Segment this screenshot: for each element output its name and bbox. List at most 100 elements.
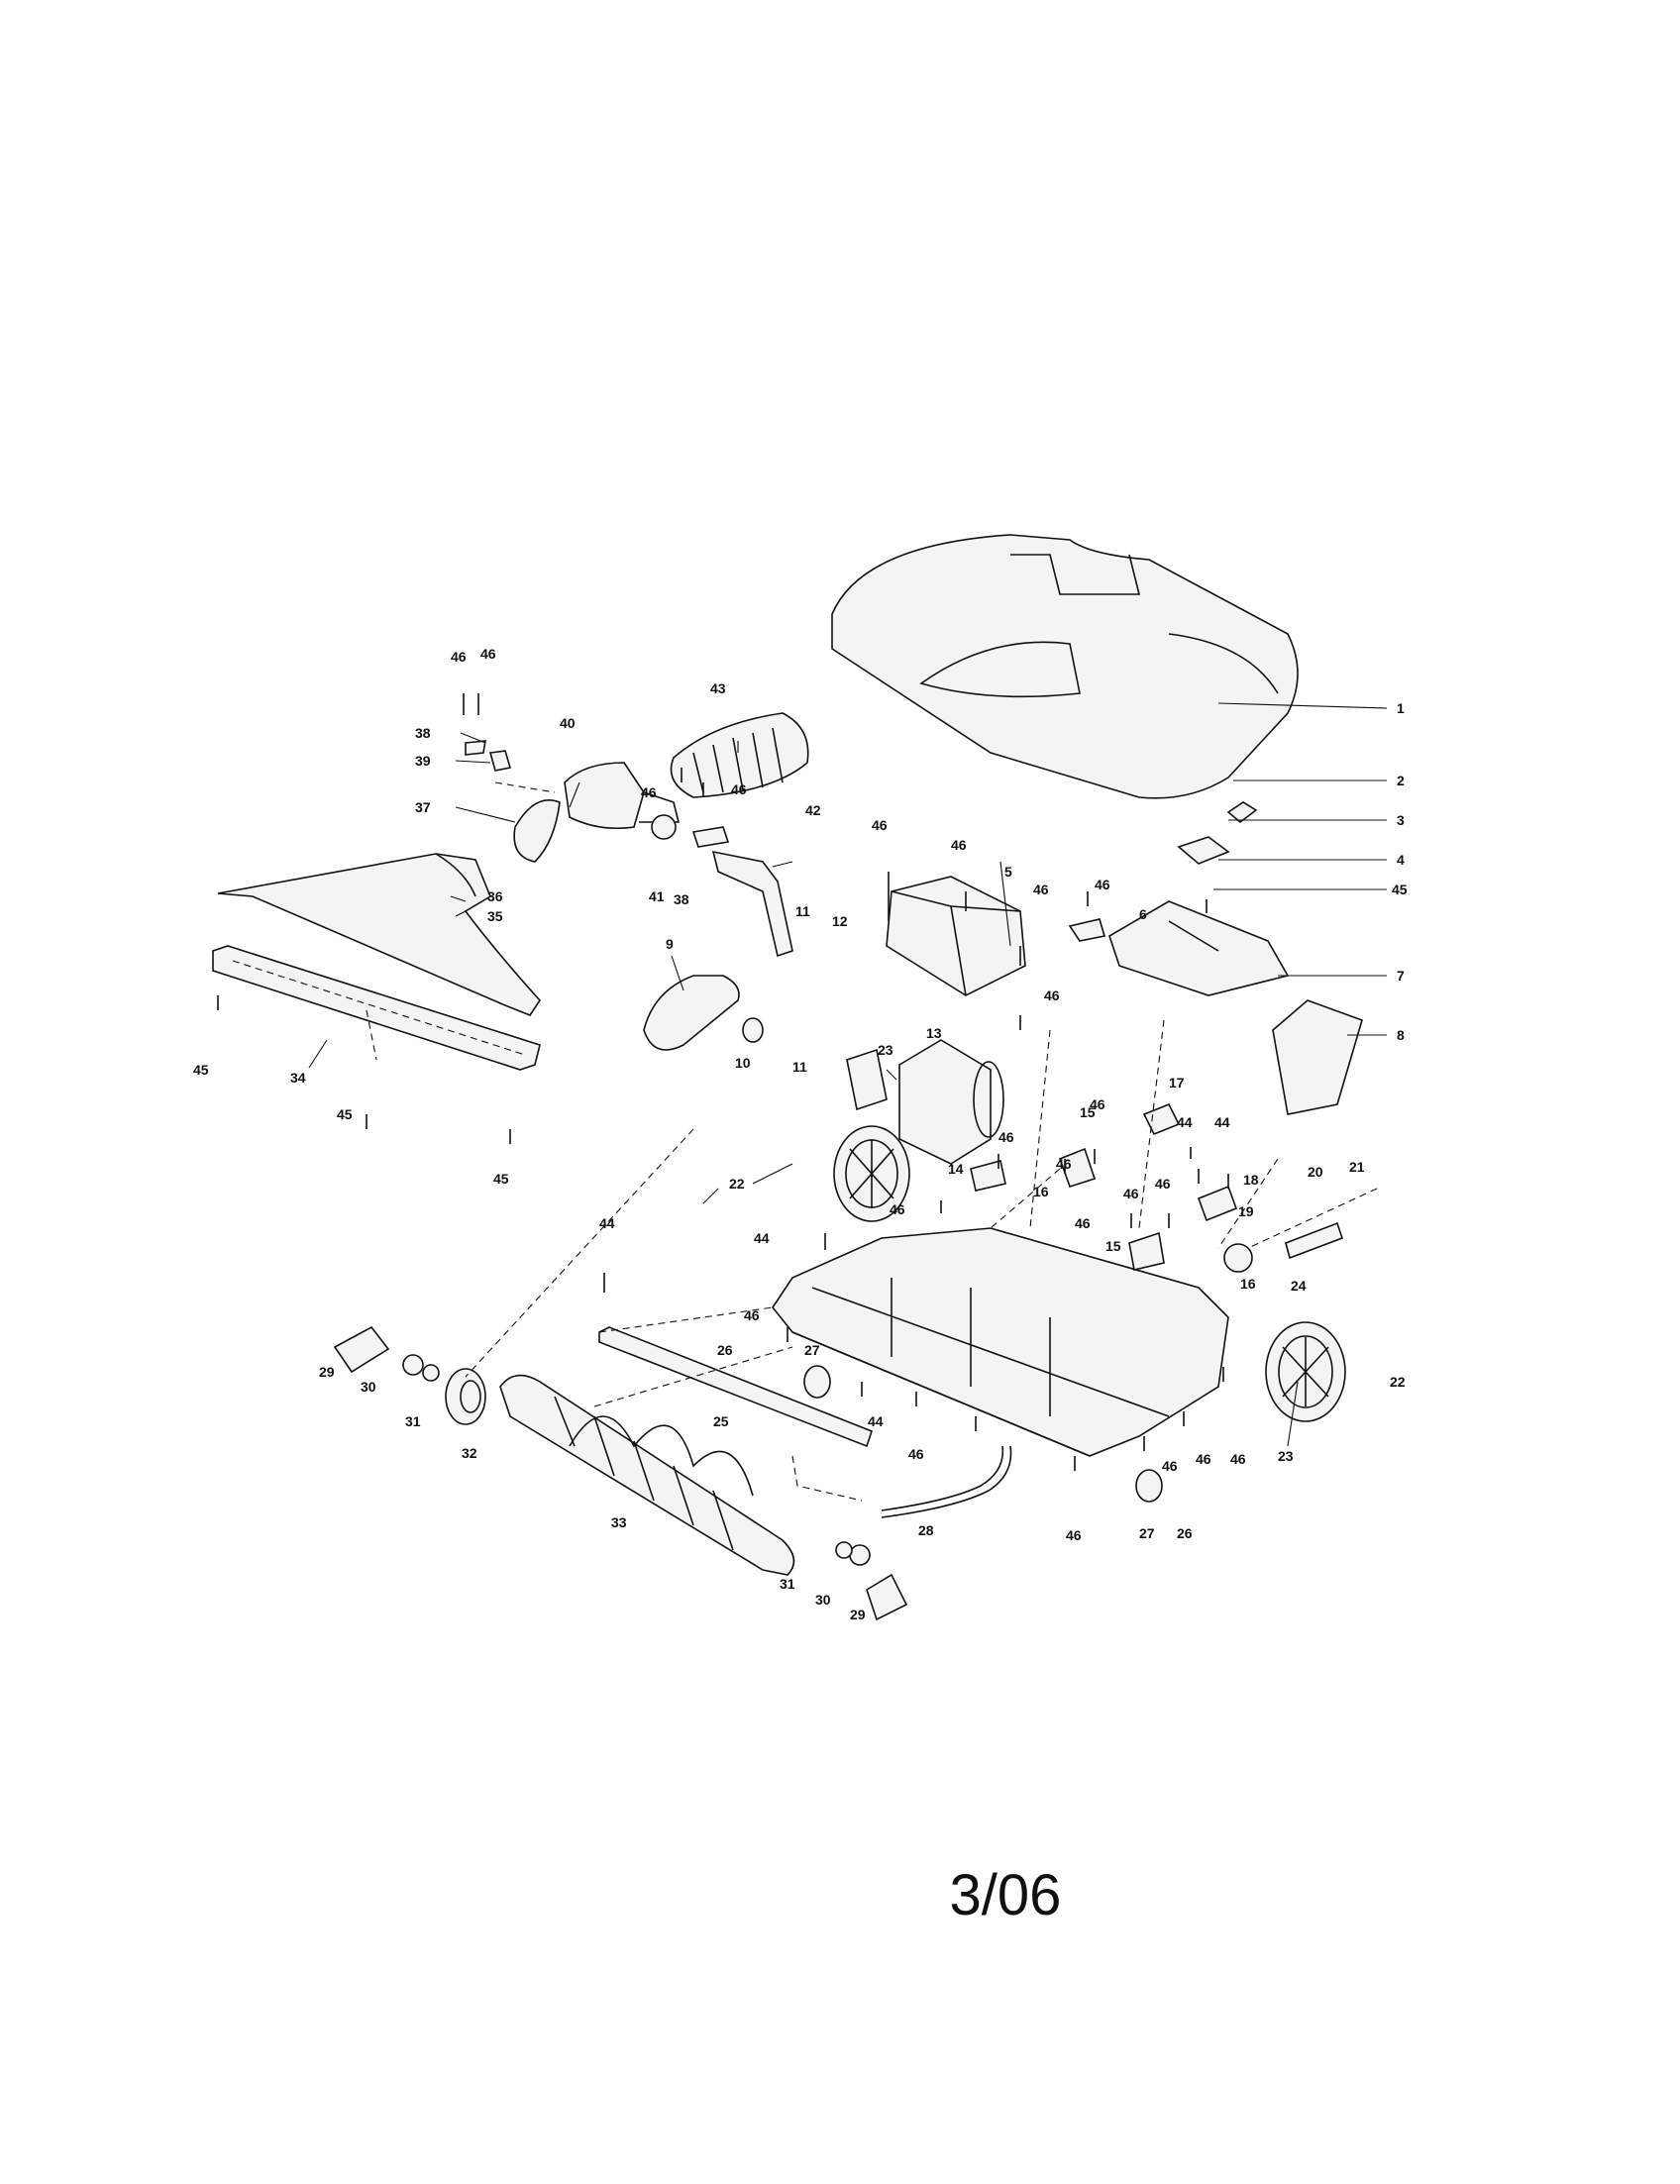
callout-46: 46	[1230, 1451, 1246, 1467]
callout-44: 44	[868, 1413, 884, 1429]
callout-3: 3	[1397, 812, 1405, 828]
part-base-chassis	[772, 1227, 1229, 1457]
callout-31: 31	[405, 1413, 421, 1429]
callout-46: 46	[1155, 1176, 1171, 1192]
callout-8: 8	[1397, 1027, 1405, 1043]
callout-46: 46	[1123, 1186, 1139, 1201]
callout-26: 26	[1177, 1525, 1193, 1541]
callout-36: 36	[487, 888, 503, 904]
callout-46: 46	[1075, 1215, 1091, 1231]
callout-46: 46	[1090, 1096, 1105, 1112]
callout-46: 46	[1162, 1458, 1178, 1474]
part-motor-cover	[886, 876, 1026, 996]
part-small-fittings	[402, 740, 1344, 1566]
callout-26: 26	[717, 1342, 733, 1358]
callout-7: 7	[1397, 968, 1405, 984]
callout-15: 15	[1080, 1104, 1096, 1120]
callout-15: 15	[1105, 1238, 1121, 1254]
callout-24: 24	[1291, 1278, 1307, 1294]
callout-44: 44	[599, 1215, 615, 1231]
callout-14: 14	[948, 1161, 964, 1177]
callout-22: 22	[729, 1176, 745, 1192]
part-brushroll	[499, 1374, 795, 1576]
callout-45: 45	[493, 1171, 509, 1187]
callout-4: 4	[1397, 852, 1405, 868]
callout-29: 29	[319, 1364, 335, 1380]
callout-46: 46	[1033, 882, 1049, 897]
callout-39: 39	[415, 753, 431, 769]
callout-46: 46	[872, 817, 888, 833]
callout-38: 38	[415, 725, 431, 741]
part-bottom-plate	[598, 1326, 873, 1448]
callout-33: 33	[611, 1514, 627, 1530]
callout-45: 45	[1392, 882, 1408, 897]
callout-46: 46	[1044, 988, 1060, 1003]
callout-31: 31	[780, 1576, 795, 1592]
callout-23: 23	[878, 1042, 893, 1058]
callout-11: 11	[792, 1059, 807, 1075]
part-hood-cover	[831, 534, 1299, 799]
callout-44: 44	[754, 1230, 770, 1246]
assembly-dashed-lines	[366, 781, 1378, 1502]
callout-13: 13	[926, 1025, 942, 1041]
callout-18: 18	[1243, 1172, 1259, 1188]
part-bumper-strip	[212, 945, 541, 1071]
part-end-cap-right	[866, 1573, 908, 1621]
callout-46: 46	[744, 1307, 760, 1323]
callout-11: 11	[795, 903, 810, 919]
callout-45: 45	[337, 1106, 353, 1122]
callout-44: 44	[1214, 1114, 1230, 1130]
callout-22: 22	[1390, 1374, 1406, 1390]
callout-44: 44	[1177, 1114, 1193, 1130]
callout-5: 5	[1004, 864, 1012, 880]
callout-6: 6	[1139, 906, 1147, 922]
callout-46: 46	[1196, 1451, 1211, 1467]
part-nozzle-hood	[217, 853, 542, 1016]
callout-27: 27	[804, 1342, 820, 1358]
callout-21: 21	[1349, 1159, 1365, 1175]
part-belt	[643, 975, 740, 1051]
callout-37: 37	[415, 799, 431, 815]
callout-2: 2	[1397, 773, 1405, 788]
callout-43: 43	[710, 680, 726, 696]
callout-46: 46	[1095, 877, 1110, 892]
callout-16: 16	[1240, 1276, 1256, 1292]
callout-46: 46	[641, 784, 657, 800]
callout-46: 46	[890, 1201, 905, 1217]
callout-12: 12	[832, 913, 848, 929]
callout-42: 42	[805, 802, 821, 818]
part-wheel-left	[833, 1125, 910, 1222]
callout-labels: 1 2 3 4 45 5 6 7 8 9 10 11 11 12 13 14 1…	[193, 646, 1408, 1622]
callout-23: 23	[1278, 1448, 1294, 1464]
callout-45: 45	[193, 1062, 209, 1078]
callout-28: 28	[918, 1522, 934, 1538]
callout-46: 46	[731, 781, 747, 797]
part-hose-cuff	[513, 799, 561, 863]
callout-16: 16	[1033, 1184, 1049, 1199]
screws	[217, 693, 1229, 1471]
callout-46: 46	[1066, 1527, 1082, 1543]
callout-1: 1	[1397, 700, 1405, 716]
callout-46: 46	[998, 1129, 1014, 1145]
callout-41: 41	[649, 888, 665, 904]
callout-19: 19	[1238, 1203, 1254, 1219]
callout-17: 17	[1169, 1075, 1185, 1091]
callout-46: 46	[480, 646, 496, 662]
part-motor	[846, 1039, 1004, 1165]
callout-29: 29	[850, 1607, 866, 1622]
callout-25: 25	[713, 1413, 729, 1429]
callout-32: 32	[462, 1445, 477, 1461]
callout-46: 46	[908, 1446, 924, 1462]
leader-lines	[308, 702, 1388, 1447]
callout-46: 46	[451, 649, 467, 665]
callout-27: 27	[1139, 1525, 1155, 1541]
date-code: 3/06	[949, 1863, 1062, 1927]
callout-30: 30	[815, 1592, 831, 1608]
callout-38: 38	[674, 891, 689, 907]
callout-35: 35	[487, 908, 503, 924]
callout-30: 30	[361, 1379, 376, 1395]
part-wheel-right	[1265, 1321, 1346, 1422]
callout-46: 46	[1056, 1156, 1072, 1172]
callout-10: 10	[735, 1055, 751, 1071]
